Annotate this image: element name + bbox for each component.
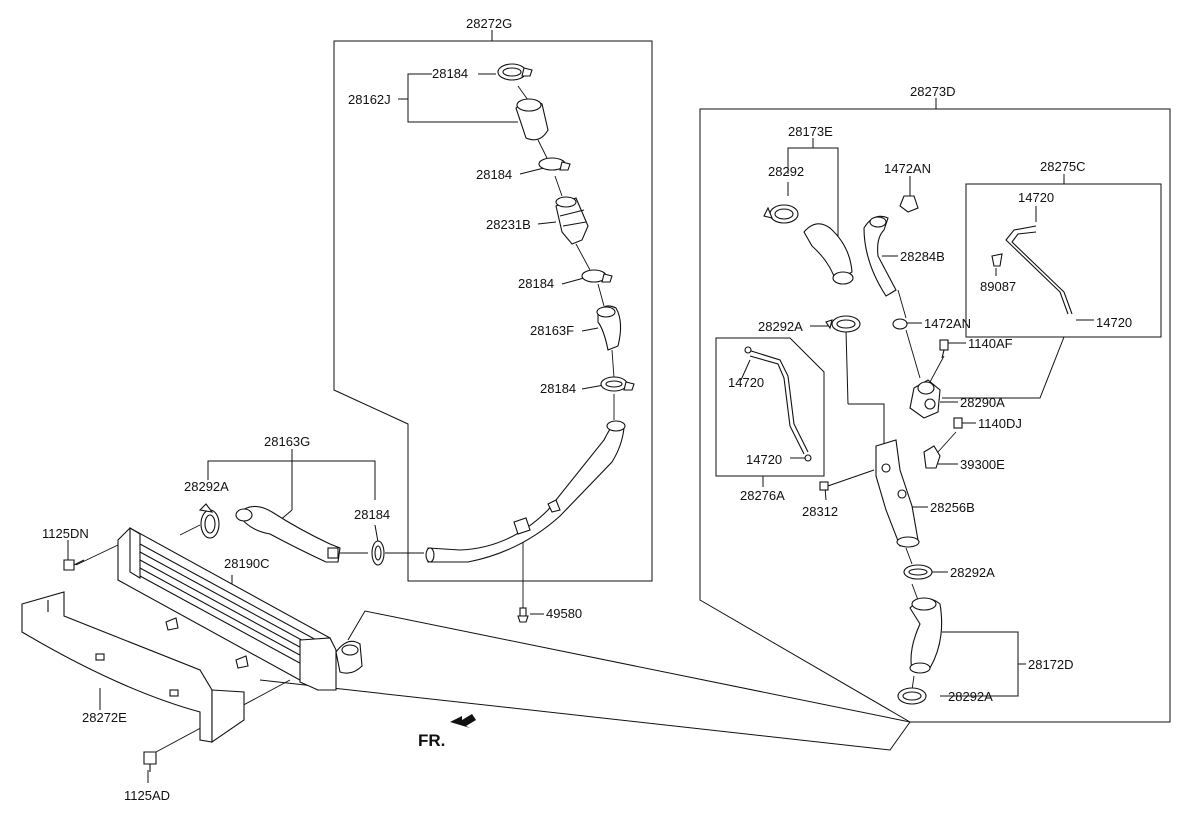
front-direction-arrow-icon [450,714,476,728]
bolt-1140AF [939,339,949,359]
valve-28290A [909,379,941,419]
label-28184-c: 28184 [518,276,554,291]
clamp-28292A-center [825,315,861,333]
frame-28272G [333,40,653,582]
label-1140AF: 1140AF [968,336,1013,351]
clamp-28292A-left [198,503,220,539]
hose-28163G [235,505,341,563]
label-1472AN-a: 1472AN [884,161,931,176]
clamp-28292A-bottom [897,687,927,705]
bolt-1125DN [63,559,85,571]
label-14720-d: 14720 [746,452,782,467]
sensor-39300E [923,445,941,469]
clamp-28292 [763,204,799,224]
label-28163F: 28163F [530,323,574,338]
label-front-direction: FR. [418,731,445,750]
frame-28276A [715,337,825,477]
label-28184-a: 28184 [432,66,468,81]
label-28190C: 28190C [224,556,270,571]
clamp-28184-top [497,63,533,81]
label-28292A-left: 28292A [184,479,229,494]
label-1472AN-b: 1472AN [924,316,971,331]
label-1125AD: 1125AD [124,788,170,803]
label-28172D: 28172D [1028,657,1074,672]
label-28173E: 28173E [788,124,833,139]
label-28184-e: 28184 [354,507,390,522]
label-14720-b: 14720 [1096,315,1132,330]
hose-28163F [596,305,622,351]
clip-1472AN-lower [892,318,908,330]
label-1125DN: 1125DN [42,526,89,541]
label-28162J: 28162J [348,92,391,107]
label-49580: 49580 [546,606,582,621]
bolt-49580 [517,607,529,623]
label-28292A-b: 28292A [950,565,995,580]
label-28292A-a: 28292A [758,319,803,334]
hose-28284B [863,215,897,297]
label-28231B: 28231B [486,217,531,232]
hose-28173E [803,223,854,285]
clamp-28184-third [581,269,613,283]
resonator-28231B [555,196,589,245]
hose-28162J [515,98,549,141]
air-guide-28272E [21,591,245,744]
tube-28276A [744,346,812,462]
fitting-28312 [819,481,829,491]
label-28284B: 28284B [900,249,945,264]
label-28290A: 28290A [960,395,1005,410]
frame-28273D [699,108,1171,723]
label-28273D: 28273D [910,84,956,99]
bolt-1125AD [143,751,157,772]
label-14720-c: 14720 [728,375,764,390]
clamp-28184-second [538,157,571,171]
label-1140DJ: 1140DJ [978,416,1022,431]
label-89087: 89087 [980,279,1016,294]
clip-1472AN-top [899,195,919,213]
label-14720-a: 14720 [1018,190,1054,205]
label-28292: 28292 [768,164,804,179]
label-28292A-c: 28292A [948,689,993,704]
label-28276A: 28276A [740,488,785,503]
label-28272G: 28272G [466,16,512,31]
clamp-28184-fourth [600,376,635,392]
label-28184-d: 28184 [540,381,576,396]
clamp-28292A-mid [903,564,933,580]
tube-28275C [991,225,1073,315]
label-28184-b: 28184 [476,167,512,182]
label-28275C: 28275C [1040,159,1086,174]
label-28272E: 28272E [82,710,127,725]
housing-28256B [875,439,920,548]
label-28256B: 28256B [930,500,975,515]
label-28163G: 28163G [264,434,310,449]
pipe-intercooler-outlet [425,420,626,563]
label-28312: 28312 [802,504,838,519]
clamp-28184-hose-end [371,540,385,566]
intercooler-28190C [117,527,363,691]
hose-28172D [909,597,943,674]
bolt-1140DJ [953,417,963,429]
label-39300E: 39300E [960,457,1005,472]
